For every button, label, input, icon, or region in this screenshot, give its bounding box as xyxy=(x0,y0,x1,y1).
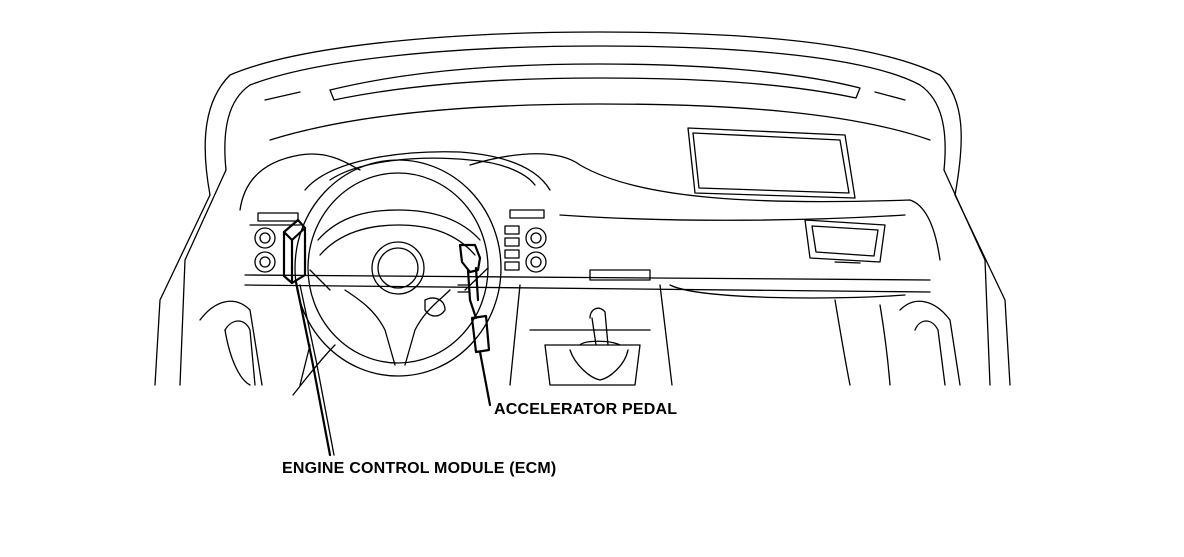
left-vent-cluster xyxy=(249,212,301,273)
ecm-label: ENGINE CONTROL MODULE (ECM) xyxy=(282,460,557,477)
steering-wheel xyxy=(294,159,502,377)
center-display xyxy=(687,127,856,199)
leader-lines xyxy=(292,280,492,457)
ecm-leader-line-secondary xyxy=(299,284,335,456)
dashboard xyxy=(239,153,941,299)
right-door xyxy=(899,169,1011,386)
right-air-vent xyxy=(804,219,886,264)
gear-shifter xyxy=(569,307,629,381)
meter-hood xyxy=(304,151,551,191)
accelerator-pedal-label: ACCELERATOR PEDAL xyxy=(494,401,678,418)
windshield-frame xyxy=(204,31,962,196)
left-seat xyxy=(224,329,311,386)
ecm-box xyxy=(282,218,307,285)
center-console xyxy=(509,284,673,386)
accelerator-pedal xyxy=(457,243,491,354)
left-door xyxy=(154,169,263,386)
right-control-cluster xyxy=(504,209,547,273)
right-seat xyxy=(834,299,891,386)
ecm-leader-line xyxy=(294,280,332,457)
accelerator-leader-line xyxy=(478,350,492,407)
